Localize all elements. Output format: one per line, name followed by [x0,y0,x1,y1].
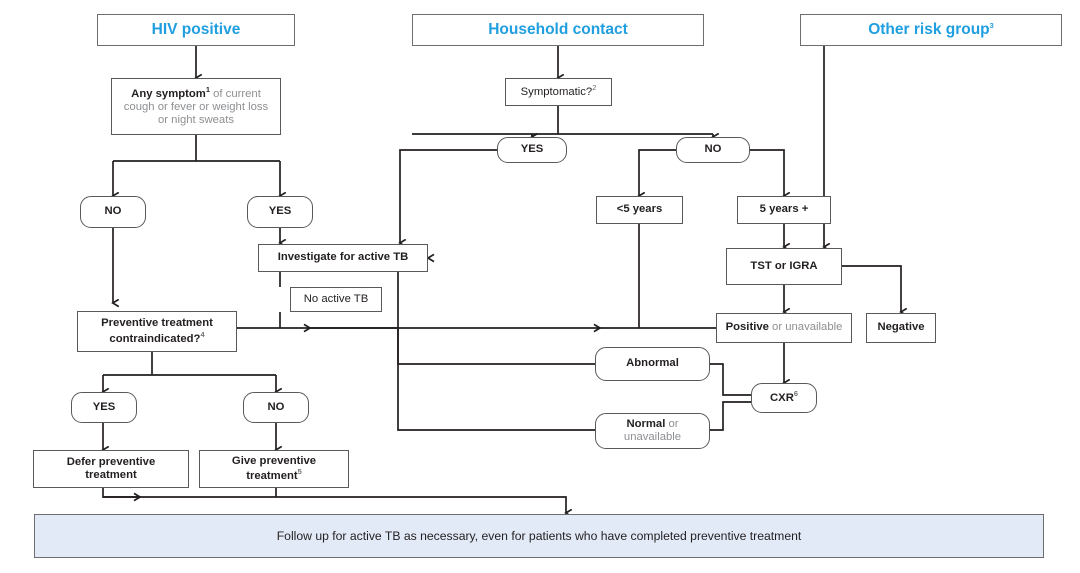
footnote-ref-3: 3 [989,20,994,30]
node-cxr-label: CXR6 [770,389,798,405]
node-under-5-years[interactable]: <5 years [596,196,683,224]
node-hiv-symptom-no[interactable]: NO [80,196,146,228]
node-symptomatic-yes[interactable]: YES [497,137,567,163]
node-symptomatic[interactable]: Symptomatic?2 [505,78,612,106]
node-tst-negative[interactable]: Negative [866,313,936,343]
node-hiv-symptom-no-label: NO [104,205,122,218]
node-tst-positive-or-unavailable-label: Positive or unavailable [725,321,843,334]
node-5-years-plus-label: 5 years + [759,203,809,216]
node-preventive-treatment-contraindicated-label: Preventive treatment contraindicated?4 [101,317,213,345]
node-contraindicated-no-label: NO [267,400,285,413]
header-hiv-positive-label: HIV positive [151,20,241,38]
footnote-ref-4: 4 [200,329,205,339]
node-hiv-symptom-yes-label: YES [268,205,292,218]
node-no-active-tb[interactable]: No active TB [290,287,382,312]
node-contraindicated-yes[interactable]: YES [71,392,137,423]
node-symptomatic-label: Symptomatic?2 [520,83,597,99]
banner-follow-up-label: Follow up for active TB as necessary, ev… [276,528,802,543]
footnote-ref-5: 5 [297,467,302,477]
node-cxr-normal-or-unavailable[interactable]: Normal or unavailable [595,413,710,449]
node-tst-positive-or-unavailable[interactable]: Positive or unavailable [716,313,852,343]
node-hiv-symptom-yes[interactable]: YES [247,196,313,228]
node-symptomatic-yes-label: YES [520,143,544,156]
footnote-ref-6: 6 [793,389,798,399]
footnote-ref-2: 2 [592,83,597,93]
footnote-ref-1: 1 [205,84,210,94]
node-symptomatic-no-label: NO [704,143,722,156]
node-cxr-abnormal-label: Abnormal [626,357,679,370]
node-give-preventive-treatment[interactable]: Give preventive treatment5 [199,450,349,488]
node-under-5-years-label: <5 years [616,203,663,216]
banner-follow-up[interactable]: Follow up for active TB as necessary, ev… [34,514,1044,558]
node-contraindicated-yes-label: YES [92,400,116,413]
node-contraindicated-no[interactable]: NO [243,392,309,423]
node-5-years-plus[interactable]: 5 years + [737,196,831,224]
node-no-active-tb-label: No active TB [303,292,369,305]
header-household-contact[interactable]: Household contact [412,14,704,46]
header-household-contact-label: Household contact [488,20,628,38]
header-hiv-positive[interactable]: HIV positive [97,14,295,46]
node-tst-negative-label: Negative [877,321,925,334]
node-investigate-for-active-tb[interactable]: Investigate for active TB [258,244,428,272]
node-symptomatic-no[interactable]: NO [676,137,750,163]
node-defer-preventive-treatment[interactable]: Defer preventive treatment [33,450,189,488]
node-any-symptom-label: Any symptom1 of current cough or fever o… [123,84,269,127]
node-cxr-abnormal[interactable]: Abnormal [595,347,710,381]
node-defer-preventive-treatment-label: Defer preventive treatment [66,455,156,481]
node-cxr[interactable]: CXR6 [751,383,817,413]
header-other-risk-group-label: Other risk group3 [868,20,994,38]
node-cxr-normal-or-unavailable-label: Normal or unavailable [623,417,682,443]
node-give-preventive-treatment-label: Give preventive treatment5 [231,454,317,482]
node-investigate-for-active-tb-label: Investigate for active TB [277,251,409,264]
node-tst-or-igra[interactable]: TST or IGRA [726,248,842,285]
node-tst-or-igra-label: TST or IGRA [750,259,818,272]
node-any-symptom[interactable]: Any symptom1 of current cough or fever o… [111,78,281,135]
node-preventive-treatment-contraindicated[interactable]: Preventive treatment contraindicated?4 [77,311,237,352]
header-other-risk-group[interactable]: Other risk group3 [800,14,1062,46]
